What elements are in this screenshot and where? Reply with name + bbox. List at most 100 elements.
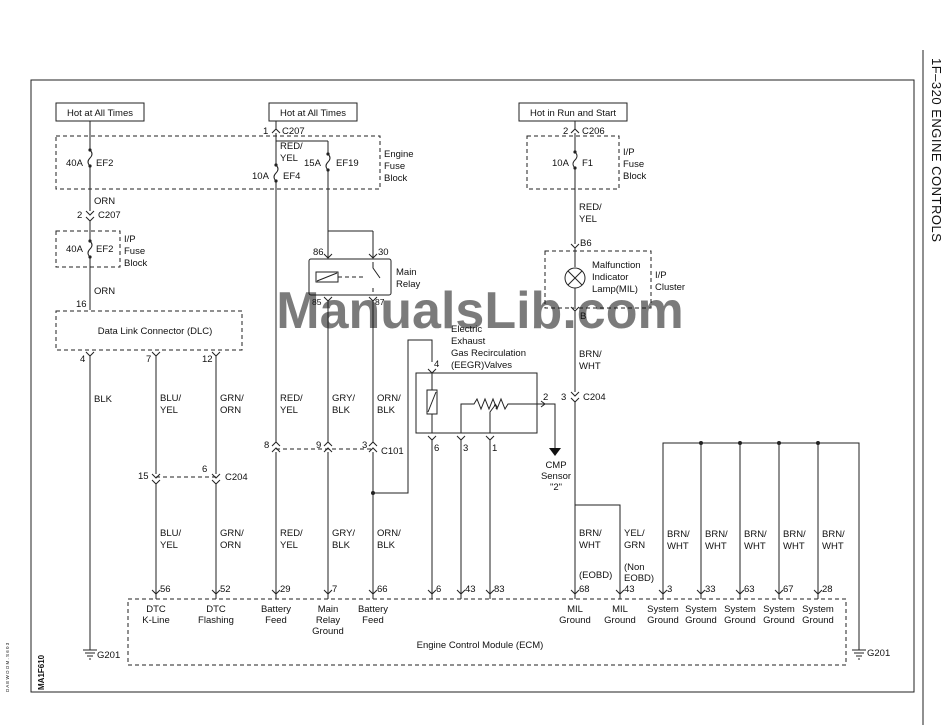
ground-left-symbol xyxy=(83,649,97,660)
eegr-pin-3: 3 xyxy=(463,443,468,454)
connector-c204-right-pin: 3 xyxy=(561,392,566,403)
wire-orn-blk-low-label-2: BLK xyxy=(377,540,396,551)
connector-c207-top-pin: 1 xyxy=(263,126,268,137)
ground-left-label: G201 xyxy=(97,650,120,661)
ecm-pin-terminal xyxy=(151,589,161,595)
ecm-pin-number: 6 xyxy=(436,584,441,595)
dlc-pin-4: 4 xyxy=(80,354,85,365)
wire-red-yel-mid-label-1: RED/ xyxy=(280,393,303,404)
connector-c206: C206 xyxy=(582,126,605,137)
wire-cmp xyxy=(545,403,556,448)
wire-red-yel-low-label-2: YEL xyxy=(280,540,298,551)
ecm-pin-number: 63 xyxy=(744,584,755,595)
relay-pin-86-symbol xyxy=(323,253,333,259)
ecm-pin-number: 52 xyxy=(220,584,231,595)
relay-pin-30-symbol xyxy=(368,253,378,259)
ecm-pin-terminal xyxy=(696,589,706,595)
dlc-box xyxy=(55,310,243,351)
wire-orn-blk-low-label-1: ORN/ xyxy=(377,528,401,539)
connector-c204-right: C204 xyxy=(583,392,606,403)
dlc-pin-12-symbol xyxy=(211,351,221,357)
mil-label-2: Indicator xyxy=(592,272,628,283)
ecm-pin-terminal xyxy=(735,589,745,595)
wire-grn-orn-low-label-1: GRN/ xyxy=(220,528,244,539)
dlc-label: Data Link Connector (DLC) xyxy=(98,326,213,337)
connector-c101-symbol-c xyxy=(368,441,378,453)
ecm-pin-number: 43 xyxy=(624,584,635,595)
ecm-pin-label: Ground xyxy=(559,615,591,626)
ecm-pin-label: Ground xyxy=(604,615,636,626)
connector-c101-pin-c: 3 xyxy=(362,440,367,451)
ip-fuse-block-right xyxy=(526,135,620,190)
engine-fuse-block-label-2: Fuse xyxy=(384,161,405,172)
eegr-pin-1: 1 xyxy=(492,443,497,454)
relay-pin-86: 86 xyxy=(313,247,324,258)
eegr-label-3: Gas Recirculation xyxy=(451,348,526,359)
wire-brn-wht-right-label-2: WHT xyxy=(579,361,601,372)
power-source-left-box xyxy=(55,102,145,122)
ecm-pin-label: Main xyxy=(318,604,339,615)
wire-grn-orn-label-2: ORN xyxy=(220,405,241,416)
ecm-pin-label: System xyxy=(724,604,756,615)
fuse-ef2-top-name: EF2 xyxy=(96,158,113,169)
fuse-f1-rating: 10A xyxy=(552,158,570,169)
ecm-pin-number: 83 xyxy=(494,584,505,595)
ecm-pin-label: Feed xyxy=(265,615,287,626)
ecm-pin-terminal xyxy=(323,589,333,595)
eegr-label-4: (EEGR)Valves xyxy=(451,360,512,371)
eegr-pin-6-symbol xyxy=(427,435,437,441)
relay-pin-30: 30 xyxy=(378,247,389,258)
eegr-pin-3-symbol xyxy=(456,435,466,441)
connector-c204-left-pin-a: 15 xyxy=(138,471,149,482)
ecm-pin-label: Ground xyxy=(724,615,756,626)
mil-label-1: Malfunction xyxy=(592,260,641,271)
ecm-pin-terminal xyxy=(774,589,784,595)
connector-c101-symbol-a xyxy=(271,441,281,453)
fuse-ef4-rating: 10A xyxy=(252,171,270,182)
wire-orn-a-label: ORN xyxy=(94,196,115,207)
ecm-pin-label: MIL xyxy=(612,604,628,615)
main-relay-box xyxy=(308,258,392,296)
ip-fuse-block-right-label-3: Block xyxy=(623,171,646,182)
ip-cluster-label-1: I/P xyxy=(655,270,667,281)
connector-c101: C101 xyxy=(381,446,404,457)
ecm-pin-number: 33 xyxy=(705,584,716,595)
wire-yel-grn xyxy=(575,504,621,599)
wire-brn-wht-low-label-2: WHT xyxy=(579,540,601,551)
fuse-ef2-top-symbol xyxy=(87,149,93,167)
ecm-pin-label: Flashing xyxy=(198,615,234,626)
eegr-pin-4-symbol xyxy=(427,368,437,374)
ip-fuse-block-right-label-2: Fuse xyxy=(623,159,644,170)
eegr-label-2: Exhaust xyxy=(451,336,486,347)
wire-blu-yel-label-1: BLU/ xyxy=(160,393,181,404)
connector-c206-pin: 2 xyxy=(563,126,568,137)
ground-wire-label-5a: BRN/ xyxy=(822,529,845,540)
connector-b: B xyxy=(580,311,586,322)
connector-c204-left-symbol-a xyxy=(151,473,161,485)
fuse-ef2-ip-symbol xyxy=(87,240,93,258)
connector-c207-top-symbol xyxy=(271,128,281,134)
ground-wire-label-2a: BRN/ xyxy=(705,529,728,540)
cmp-sensor-label-1: CMP xyxy=(545,460,566,471)
connector-c101-pin-b: 9 xyxy=(316,440,321,451)
ground-wire-label-4a: BRN/ xyxy=(783,529,806,540)
side-code: D A E W O O M . S 6 0 3 xyxy=(5,642,10,692)
fuse-ef2-ip-rating: 40A xyxy=(66,244,84,255)
ground-bus xyxy=(662,442,860,650)
ecm-label: Engine Control Module (ECM) xyxy=(417,640,544,651)
ground-right-symbol xyxy=(852,649,866,660)
ecm-pin-label: System xyxy=(647,604,679,615)
ecm-pin-number: 67 xyxy=(783,584,794,595)
ecm-box xyxy=(127,598,847,666)
non-eobd-label-2: EOBD) xyxy=(624,573,654,584)
wire-red-yel-mid-label-2: YEL xyxy=(280,405,298,416)
wire-red-yel-top-label-2: YEL xyxy=(280,153,298,164)
ip-fuse-block-left-label-3: Block xyxy=(124,258,147,269)
ip-fuse-block-left-label-2: Fuse xyxy=(124,246,145,257)
fuse-f1-symbol xyxy=(572,151,578,169)
ecm-pin-number: 56 xyxy=(160,584,171,595)
ecm-pin-label: System xyxy=(763,604,795,615)
fuse-ef19-rating: 15A xyxy=(304,158,322,169)
cmp-sensor-label-3: "2" xyxy=(550,482,562,493)
watermark: ManualsLib.com xyxy=(276,282,683,340)
